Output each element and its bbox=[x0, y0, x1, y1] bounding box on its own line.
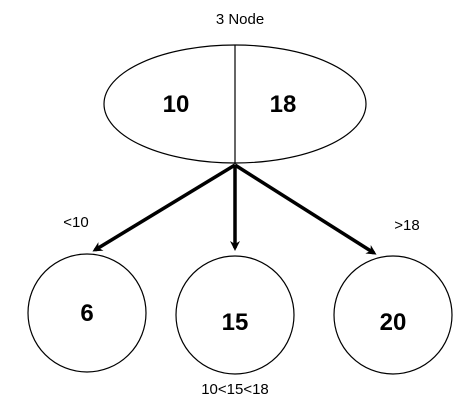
edge-label-right: >18 bbox=[394, 217, 419, 234]
edge-left-arrow bbox=[92, 163, 236, 252]
edge-label-middle: 10<15<18 bbox=[201, 381, 269, 398]
root-key-left: 10 bbox=[163, 91, 190, 118]
edge-label-left: <10 bbox=[63, 214, 88, 231]
root-node: 10 18 bbox=[103, 44, 367, 164]
child-node-middle-shape bbox=[175, 255, 295, 375]
child-key-left: 6 bbox=[80, 300, 93, 327]
child-key-middle: 15 bbox=[222, 309, 249, 336]
child-node-right-shape bbox=[333, 255, 453, 375]
child-node-middle: 15 bbox=[175, 255, 295, 375]
child-node-left: 6 bbox=[27, 253, 147, 373]
root-key-right: 18 bbox=[270, 91, 297, 118]
child-node-right: 20 bbox=[333, 255, 453, 375]
diagram-title: 3 Node bbox=[216, 11, 264, 28]
child-key-right: 20 bbox=[380, 309, 407, 336]
edges bbox=[92, 163, 377, 255]
edge-right-arrow bbox=[234, 163, 377, 255]
child-node-left-shape bbox=[27, 253, 147, 373]
